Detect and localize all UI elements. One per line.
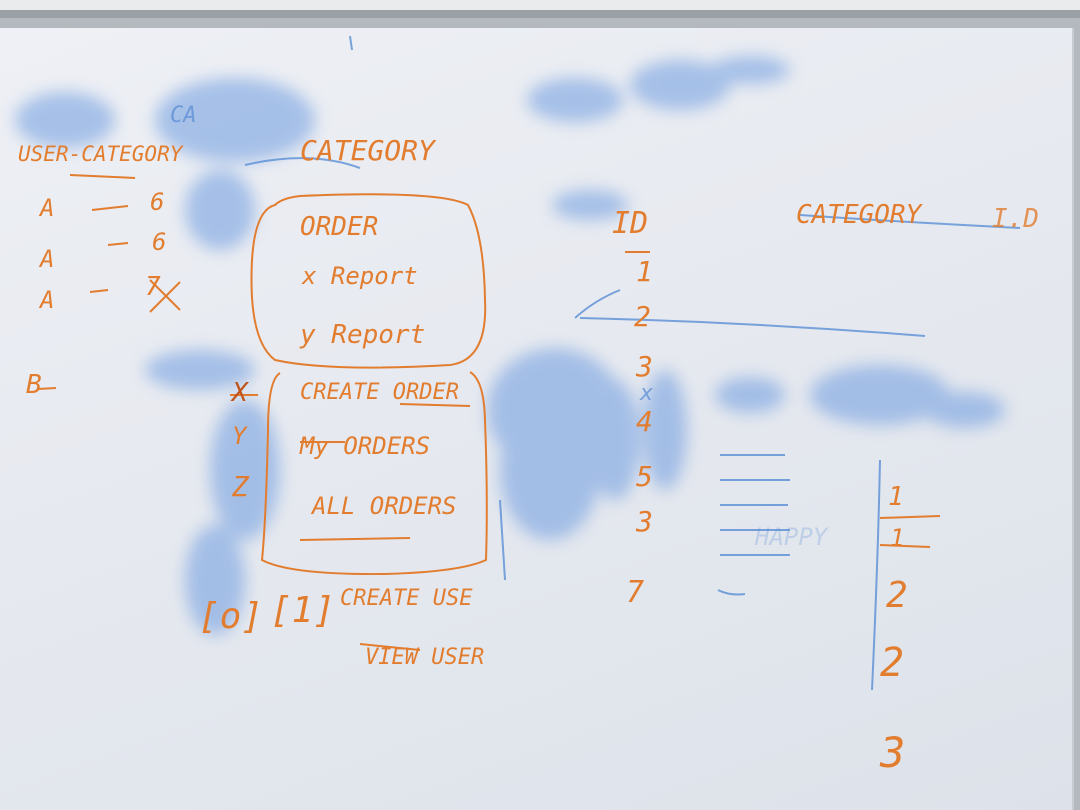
my-orders-label: My ORDERS [300,432,431,460]
right-value-4: 2 [880,640,905,686]
y-label: Y [232,422,247,450]
row-2-left: A [40,245,55,273]
id-value-2: 2 [634,300,651,333]
blue-ghost-strokes [244,35,1021,691]
right-value-1: 1 [888,482,904,512]
svg-text:HAPPY: HAPPY [754,523,829,551]
id-value-4: 4 [636,405,653,438]
all-orders-label: ALL ORDERS [312,492,457,520]
row-1-right: 6 [150,188,165,216]
right-value-3: 2 [886,575,908,616]
bracket-one: [1] [270,590,336,631]
bracket-zero: [o] [198,596,264,637]
row-2-right: 6 [152,228,167,256]
svg-text:x: x [639,381,653,406]
svg-text:CA: CA [170,103,197,128]
id-label: ID [612,206,649,241]
row-3-right: 7 [145,272,161,302]
row-1-left: A [40,194,55,222]
x-report: x Report [302,262,418,290]
id-value-7: 7 [626,575,645,610]
blue-remnant-letters: CA x HAPPY [170,103,829,551]
y-report: y Report [300,320,426,350]
category-right-label: CATEGORY [796,200,922,230]
erased-smudges [15,56,1005,635]
right-value-2: 1 [890,524,905,552]
z-label: Z [232,470,249,503]
id-value-6: 3 [636,505,653,538]
user-category-heading: USER-CATEGORY [18,142,183,166]
id-value-3: 3 [636,350,653,383]
b-label: B [26,370,42,400]
category-right-suffix: I.D [992,204,1039,234]
create-user-label: CREATE USE [340,586,473,611]
create-order-label: CREATE ORDER [300,380,459,405]
x-label: X [232,378,248,408]
category-top-label: CATEGORY [300,134,435,167]
id-value-5: 5 [636,460,653,493]
view-user-label: VIEW USER [365,645,485,670]
row-3-left: A [40,286,55,314]
orange-shapes [37,174,941,651]
id-value-1: 1 [636,255,653,288]
right-value-5: 3 [880,728,906,777]
order-box-title: ORDER [300,212,379,242]
